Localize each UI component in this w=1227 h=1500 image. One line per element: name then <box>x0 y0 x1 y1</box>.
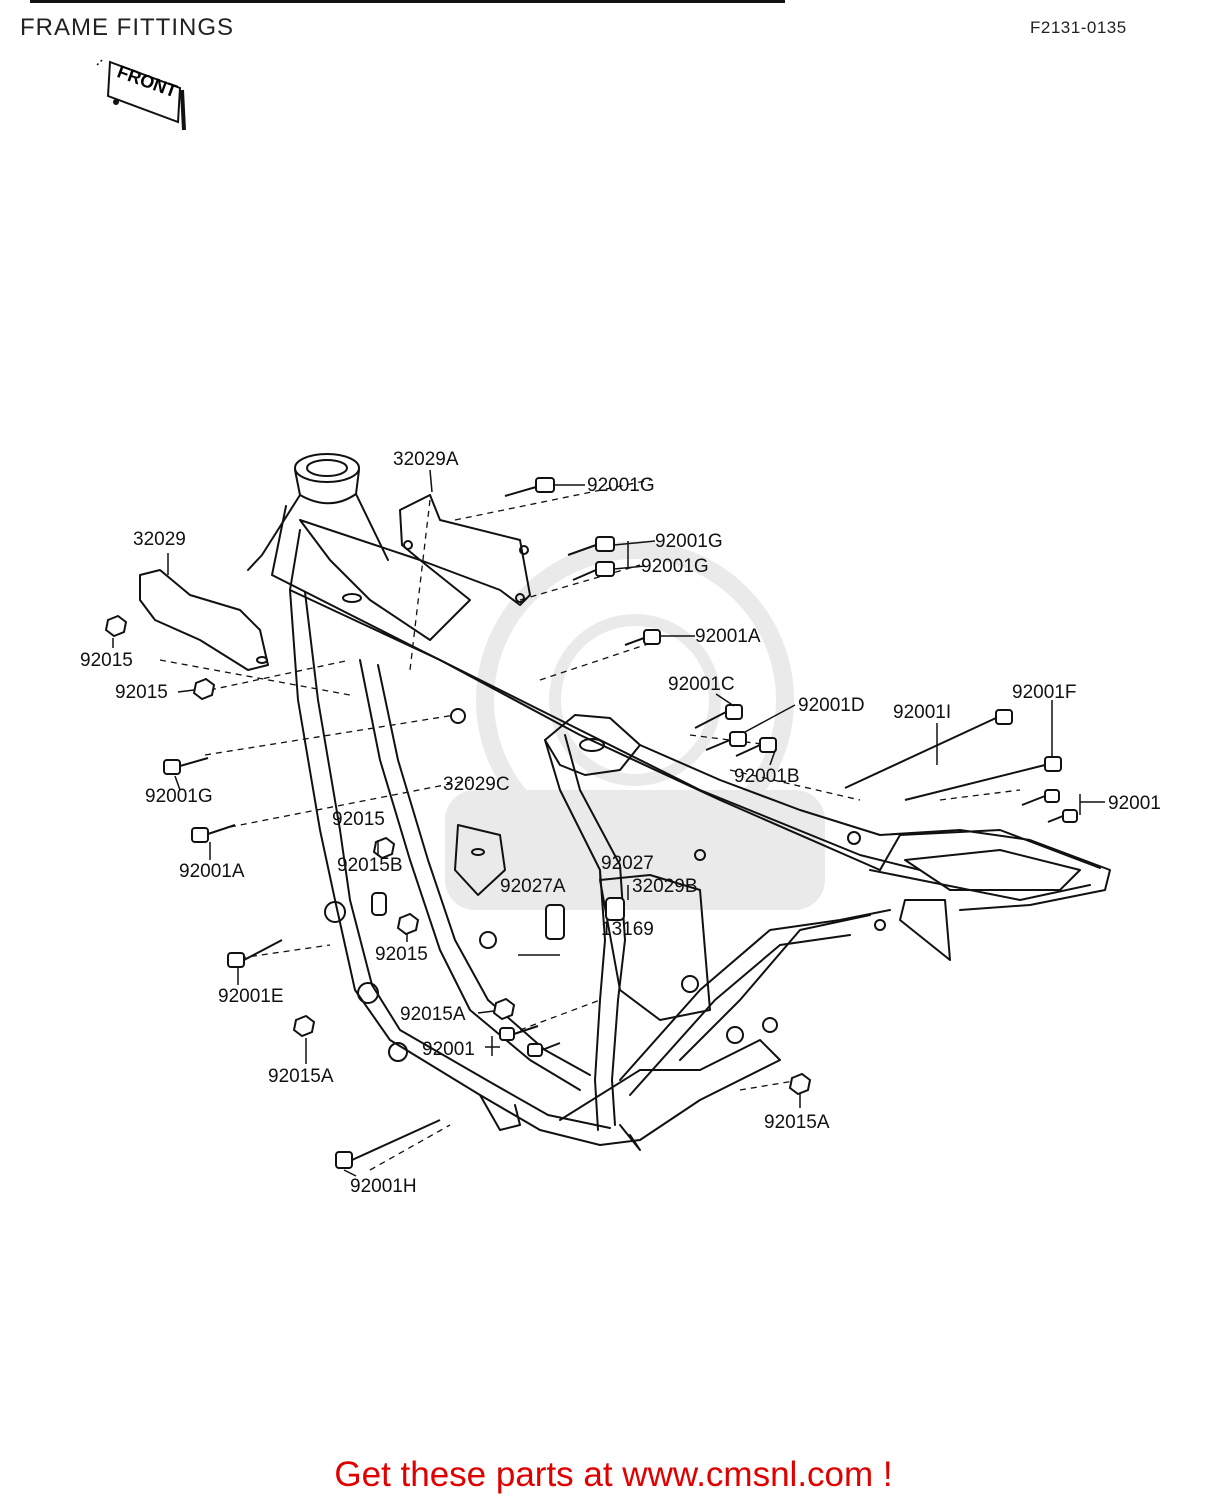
part-label-92027A: 92027A <box>500 876 566 897</box>
rear-subframe <box>639 744 1111 911</box>
center-cross-tube <box>544 739 606 1131</box>
bolt-head-92001C <box>725 704 743 720</box>
diagram-code: F2131-0135 <box>1030 18 1127 37</box>
top-tube-upper <box>271 505 921 871</box>
lower-stay-2 <box>629 934 851 1096</box>
part-label-92027: 92027 <box>601 853 654 874</box>
part-label-92001F: 92001F <box>1012 682 1077 703</box>
bolt-head-92001-r1 <box>1044 789 1060 803</box>
bolt-head-92001-low1 <box>499 1027 515 1041</box>
spacer-92027 <box>605 897 625 921</box>
part-label-92001I: 92001I <box>893 702 952 723</box>
gusset-plate <box>299 519 471 641</box>
bottom-bracket <box>559 1039 781 1146</box>
part-label-92001E: 92001E <box>218 986 284 1007</box>
bolt-head-92001-low2 <box>527 1043 543 1057</box>
down-tube-left <box>289 589 601 1146</box>
bolt-head-92001I <box>995 709 1013 725</box>
gusset-hole <box>342 593 362 603</box>
part-label-92015-1: 92015 <box>80 650 133 671</box>
part-label-92015-4: 92015 <box>375 944 428 965</box>
lower-stay <box>619 909 891 1081</box>
part-label-32029B: 32029B <box>632 876 698 897</box>
part-label-92015-2: 92015 <box>115 682 168 703</box>
part-label-13169: 13169 <box>601 919 654 940</box>
bolt-head-92001F <box>1044 756 1062 772</box>
spacer-92015B <box>371 892 387 916</box>
cmsnl-watermark-logo <box>445 541 825 910</box>
nut-92015-c <box>372 836 396 860</box>
part-label-92001G-3: 92001G <box>641 556 709 577</box>
top-rule <box>30 0 785 3</box>
part-label-92001G-1: 92001G <box>587 475 655 496</box>
part-label-92001C: 92001C <box>668 674 735 695</box>
nut-92015-b <box>192 677 216 701</box>
part-label-92001-2: 92001 <box>422 1039 475 1060</box>
bolt-head-92001E <box>227 952 245 968</box>
part-label-92001A-2: 92001A <box>179 861 245 882</box>
down-tube-right <box>359 659 581 1091</box>
seat-bracket <box>544 714 641 776</box>
bolt-head-92001A-left <box>191 827 209 843</box>
part-label-92015A-3: 92015A <box>764 1112 830 1133</box>
part-label-32029: 32029 <box>133 529 186 550</box>
bolt-head-92001G-left <box>163 759 181 775</box>
bolt-head-92001G-2 <box>595 536 615 552</box>
part-label-92015-3: 92015 <box>332 809 385 830</box>
nut-92015A-mid <box>492 997 516 1021</box>
part-label-92001B: 92001B <box>734 766 800 787</box>
nut-92015A-left <box>292 1014 316 1038</box>
spacer-92027A <box>545 904 565 940</box>
diagram-title: FRAME FITTINGS <box>20 14 234 41</box>
swingarm-plate <box>599 874 711 1021</box>
part-label-92001-1: 92001 <box>1108 793 1161 814</box>
bolt-head-92001A <box>643 629 661 645</box>
part-label-92001A-1: 92001A <box>695 626 761 647</box>
rear-loop <box>879 829 1101 871</box>
bolt-head-92001-r2 <box>1062 809 1078 823</box>
bolt-head-92001G <box>535 477 555 493</box>
part-label-32029A: 32029A <box>393 449 459 470</box>
nut-92015-d <box>396 912 420 936</box>
bolt-head-92001G-3 <box>595 561 615 577</box>
footer-link[interactable]: Get these parts at www.cmsnl.com ! <box>334 1455 893 1494</box>
part-label-92001G-2: 92001G <box>655 531 723 552</box>
down-tube-left-inner <box>304 591 611 1129</box>
nut-92015A-right <box>788 1072 812 1096</box>
rear-loop-inner <box>904 849 1081 891</box>
part-label-92015B: 92015B <box>337 855 403 876</box>
lower-stay-3 <box>679 914 871 1061</box>
front-arrow-icon: FRONT <box>95 59 186 131</box>
rear-plate <box>899 899 951 961</box>
part-label-92015A-2: 92015A <box>268 1066 334 1087</box>
bolt-head-92001H <box>335 1151 353 1169</box>
steering-head <box>247 453 389 571</box>
top-tube-lower <box>289 529 881 871</box>
engine-plate <box>454 824 506 896</box>
part-label-92001H: 92001H <box>350 1176 417 1197</box>
part-label-92015A-1: 92015A <box>400 1004 466 1025</box>
center-cross-tube-2 <box>564 734 626 1126</box>
front-plate-right <box>399 494 531 606</box>
nut-92015-a <box>104 614 128 638</box>
down-tube-right-inner <box>377 664 591 1076</box>
bolt-head-92001D <box>729 731 747 747</box>
rear-subframe-2 <box>869 869 1091 901</box>
part-label-92001G-4: 92001G <box>145 786 213 807</box>
part-label-32029C: 32029C <box>443 774 510 795</box>
front-plate-left <box>139 569 269 671</box>
part-label-92001D: 92001D <box>798 695 865 716</box>
bolt-head-92001B <box>759 737 777 753</box>
